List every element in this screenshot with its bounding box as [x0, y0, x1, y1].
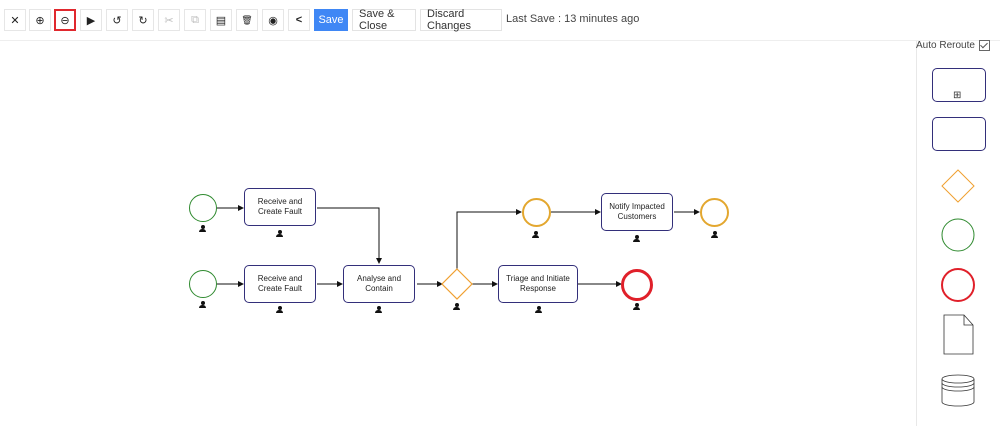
auto-reroute-toggle[interactable]: Auto Reroute	[916, 40, 990, 51]
save-button[interactable]: Save	[314, 9, 348, 31]
task-receive-create-fault-1[interactable]: Receive and Create Fault	[244, 188, 316, 226]
user-icon	[535, 306, 542, 313]
task-label: Receive and Create Fault	[257, 197, 303, 216]
start-event-1[interactable]	[189, 194, 217, 222]
play-button[interactable]: ▶	[80, 9, 102, 31]
copy-icon: ⧉	[191, 13, 199, 26]
user-icon	[711, 231, 718, 238]
exclusive-gateway[interactable]	[441, 268, 473, 300]
delete-button[interactable]: 🗑	[236, 9, 258, 31]
auto-reroute-checkbox[interactable]	[978, 40, 990, 51]
zoom-out-icon: ⊖	[60, 14, 70, 27]
palette-end-event[interactable]	[941, 268, 975, 302]
user-icon	[276, 230, 283, 237]
intermediate-event-1[interactable]	[522, 198, 551, 227]
intermediate-event-2[interactable]	[700, 198, 729, 227]
user-icon	[375, 306, 382, 313]
copy-button[interactable]: ⧉	[184, 9, 206, 31]
cut-icon: ✂	[164, 14, 174, 27]
undo-icon: ↺	[112, 14, 122, 27]
connectors	[217, 205, 700, 300]
last-save-status: Last Save : 13 minutes ago	[506, 13, 640, 25]
task-triage-initiate-response[interactable]: Triage and Initiate Response	[498, 265, 578, 303]
palette-shapes	[941, 169, 975, 407]
paste-button[interactable]: ▤	[210, 9, 232, 31]
undo-button[interactable]: ↺	[106, 9, 128, 31]
paste-icon: ▤	[215, 14, 227, 27]
task-label: Receive and Create Fault	[257, 274, 303, 293]
discard-changes-button[interactable]: Discard Changes	[420, 8, 502, 32]
user-icon	[633, 235, 640, 242]
task-label: Notify Impacted Customers	[609, 202, 665, 221]
save-close-button[interactable]: Save & Close	[352, 8, 416, 32]
subprocess-marker-icon: ⊞	[953, 90, 962, 101]
task-analyse-contain[interactable]: Analyse and Contain	[343, 265, 415, 303]
user-icon	[199, 225, 206, 232]
palette-data-object[interactable]	[943, 314, 974, 355]
task-receive-create-fault-2[interactable]: Receive and Create Fault	[244, 265, 316, 303]
palette-gateway[interactable]	[941, 169, 975, 203]
fit-screen-button[interactable]: ✕	[4, 9, 26, 31]
task-label: Analyse and Contain	[356, 274, 402, 293]
palette-subprocess[interactable]	[932, 68, 986, 102]
redo-button[interactable]: ↻	[132, 9, 154, 31]
shape-palette	[916, 41, 1000, 426]
user-icon	[276, 306, 283, 313]
toolbar-divider	[0, 40, 1000, 41]
user-icon	[453, 303, 460, 310]
palette-start-event[interactable]	[941, 218, 975, 252]
user-icon	[633, 303, 640, 310]
palette-button[interactable]: ◉	[262, 9, 284, 31]
share-icon: <	[295, 14, 303, 26]
zoom-in-button[interactable]: ⊕	[29, 9, 51, 31]
toolbar: ✕ ⊕ ⊖ ▶ ↺ ↻ ✂ ⧉ ▤ 🗑 ◉ < Save Save & Clos…	[0, 0, 1000, 40]
user-icon	[532, 231, 539, 238]
flow-receive1-analyse[interactable]	[317, 207, 382, 264]
delete-icon: 🗑	[241, 14, 253, 25]
palette-icon: ◉	[268, 14, 278, 27]
zoom-out-button[interactable]: ⊖	[54, 9, 76, 31]
task-notify-impacted-customers[interactable]: Notify Impacted Customers	[601, 193, 673, 231]
fit-screen-icon: ✕	[10, 14, 20, 27]
play-icon: ▶	[86, 14, 96, 27]
cut-button[interactable]: ✂	[158, 9, 180, 31]
start-event-2[interactable]	[189, 270, 217, 298]
redo-icon: ↻	[138, 14, 148, 27]
auto-reroute-label: Auto Reroute	[916, 40, 975, 52]
zoom-in-icon: ⊕	[35, 14, 45, 27]
user-icon	[199, 301, 206, 308]
flow-gateway-intermediate[interactable]	[456, 209, 522, 269]
diagram-canvas[interactable]: Receive and Create Fault Receive and Cre…	[0, 41, 916, 426]
palette-task[interactable]	[932, 117, 986, 151]
end-event-red[interactable]	[621, 269, 653, 301]
share-button[interactable]: <	[288, 9, 310, 31]
palette-data-store[interactable]	[941, 374, 975, 407]
task-label: Triage and Initiate Response	[506, 274, 570, 293]
